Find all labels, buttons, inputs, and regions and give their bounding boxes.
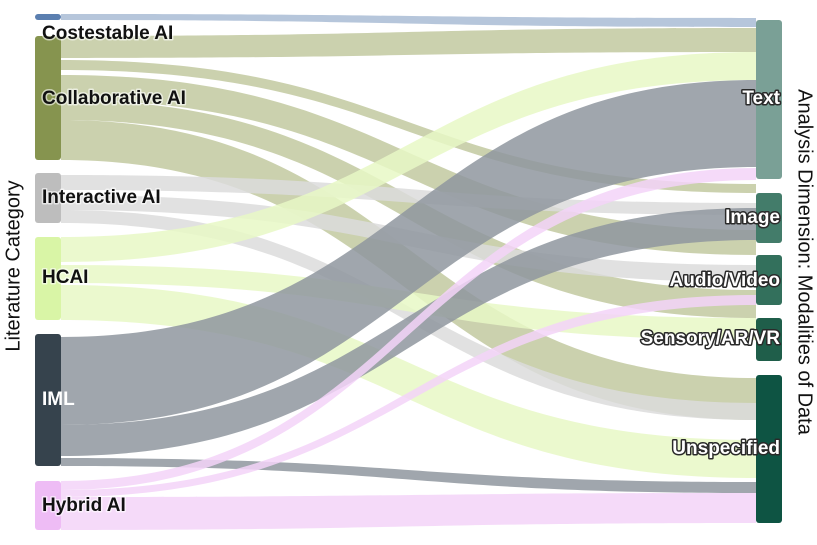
target-label-unspecified: Unspecified — [672, 438, 780, 459]
source-label-hcai: HCAI — [42, 267, 88, 288]
source-node-collaborative — [35, 36, 61, 160]
target-label-sensory: Sensory/AR/VR — [641, 328, 781, 349]
link-hybrid-to-text — [61, 168, 756, 490]
left-axis-title: Literature Category — [2, 180, 25, 352]
link-hybrid-to-unspecified — [61, 493, 756, 530]
link-hcai-to-text — [61, 52, 756, 262]
link-hybrid-to-audio — [61, 295, 756, 497]
source-node-top — [35, 14, 61, 20]
target-node-image — [756, 193, 782, 243]
link-contestable-to-text — [61, 28, 756, 58]
source-label-iml: IML — [42, 389, 75, 410]
right-axis-title: Analysis Dimension: Modalities of Data — [793, 89, 816, 435]
target-node-text — [756, 20, 782, 179]
source-node-interactive — [35, 173, 61, 223]
source-node-hybrid — [35, 481, 61, 530]
source-label-interactive: Interactive AI — [42, 187, 161, 208]
source-label-hybrid: Hybrid AI — [42, 495, 126, 516]
target-node-audio — [756, 255, 782, 305]
source-node-iml — [35, 334, 61, 466]
link-top-to-text — [61, 14, 756, 27]
link-interactive-to-unspecified — [61, 210, 756, 420]
link-collaborative-to-image — [61, 60, 756, 193]
target-node-sensory — [756, 318, 782, 361]
link-iml-to-unspecified — [61, 458, 756, 493]
labels-layer: Costestable AI Collaborative AI Interactiv… — [41, 22, 783, 518]
source-label-collaborative: Collaborative AI — [42, 88, 186, 109]
source-node-hcai — [35, 237, 61, 320]
links-layer — [61, 14, 756, 530]
target-node-unspecified — [756, 375, 782, 523]
nodes-layer — [35, 14, 782, 530]
link-iml-to-text — [61, 80, 756, 425]
target-label-text: Text — [742, 88, 780, 109]
source-label-contestable: Costestable AI — [42, 23, 173, 44]
target-label-audio: Audio/Video — [670, 270, 780, 291]
target-label-image: Image — [725, 207, 780, 228]
